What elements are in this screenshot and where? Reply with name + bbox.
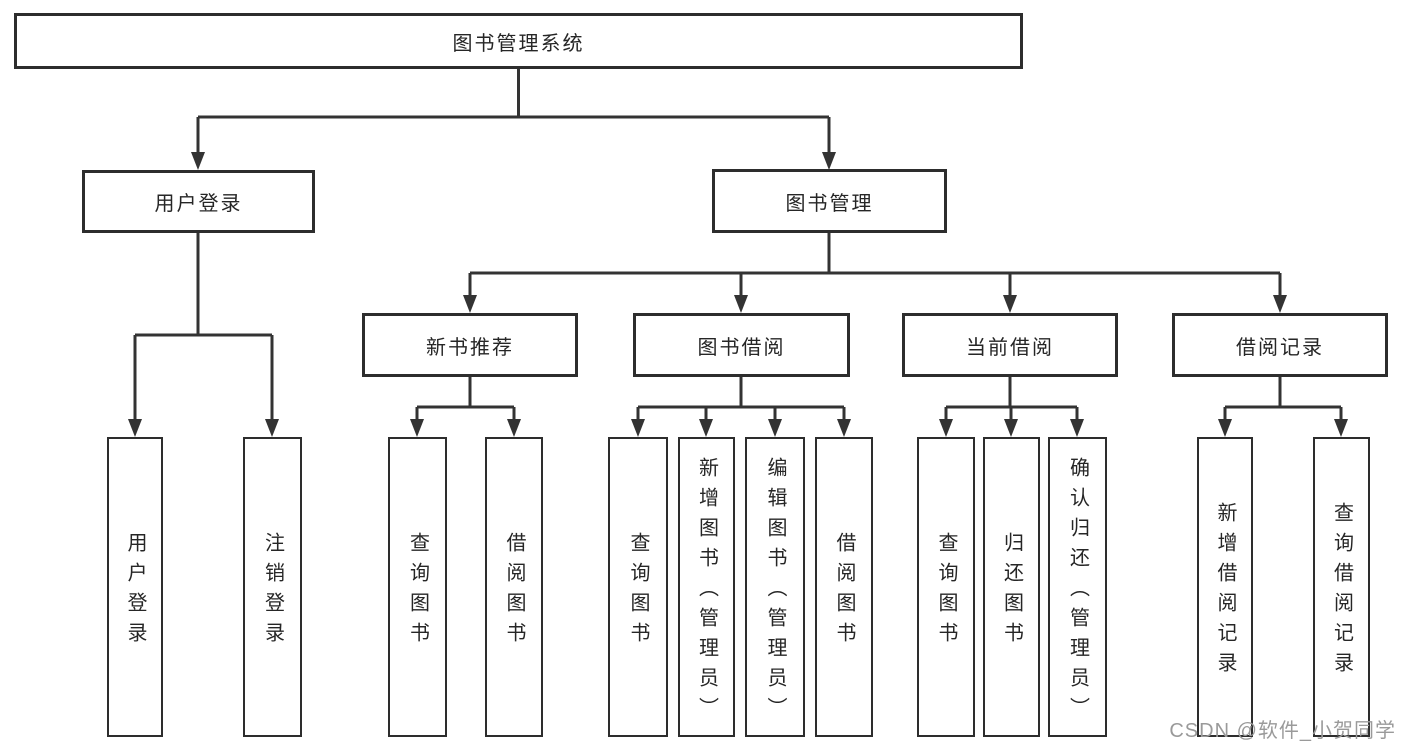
- leaf-query-borrow-record-label: 查询借阅记录: [1330, 502, 1353, 682]
- leaf-query-book-current-label: 查询图书: [935, 532, 957, 652]
- leaf-return-book-label: 归还图书: [1000, 532, 1023, 652]
- leaf-borrow-book-label: 借阅图书: [833, 532, 855, 652]
- connector-book-management-to-level3: [463, 233, 1287, 313]
- leaf-query-book-borrow: 查询图书: [608, 437, 668, 737]
- leaf-borrow-book-recommend-label: 借阅图书: [503, 532, 525, 652]
- connector-records-to-leaves: [1218, 377, 1348, 437]
- leaf-query-book-borrow-label: 查询图书: [627, 532, 649, 652]
- node-new-book-recommend: 新书推荐: [362, 313, 578, 377]
- leaf-borrow-book: 借阅图书: [815, 437, 873, 737]
- leaf-query-book-recommend: 查询图书: [388, 437, 447, 737]
- leaf-add-book-admin: 新增图书（管理员）: [678, 437, 735, 737]
- leaf-edit-book-admin: 编辑图书（管理员）: [745, 437, 805, 737]
- node-root-label: 图书管理系统: [452, 32, 585, 55]
- node-new-book-recommend-label: 新书推荐: [426, 336, 514, 359]
- leaf-user-login-label: 用户登录: [124, 532, 146, 652]
- connector-current-to-leaves: [939, 377, 1084, 437]
- connector-root-to-level2: [191, 69, 836, 170]
- leaf-add-borrow-record: 新增借阅记录: [1197, 437, 1253, 737]
- leaf-add-borrow-record-label: 新增借阅记录: [1214, 502, 1236, 682]
- leaf-confirm-return-admin-label: 确认归还（管理员）: [1066, 457, 1089, 727]
- node-book-borrow-label: 图书借阅: [697, 336, 786, 359]
- node-current-borrow-label: 当前借阅: [966, 336, 1054, 359]
- leaf-borrow-book-recommend: 借阅图书: [485, 437, 543, 737]
- leaf-add-book-admin-label: 新增图书（管理员）: [695, 457, 718, 727]
- leaf-query-book-current: 查询图书: [917, 437, 975, 737]
- node-root: 图书管理系统: [14, 13, 1023, 69]
- leaf-confirm-return-admin: 确认归还（管理员）: [1048, 437, 1107, 737]
- leaf-query-book-recommend-label: 查询图书: [406, 532, 429, 652]
- node-current-borrow: 当前借阅: [902, 313, 1118, 377]
- leaf-logout-label: 注销登录: [261, 532, 284, 652]
- node-book-management: 图书管理: [712, 169, 947, 233]
- node-borrow-records-label: 借阅记录: [1236, 336, 1324, 359]
- connector-recommend-to-leaves: [410, 377, 521, 437]
- node-book-management-label: 图书管理: [785, 192, 874, 215]
- connector-borrow-to-leaves: [631, 377, 851, 437]
- leaf-user-login: 用户登录: [107, 437, 163, 737]
- csdn-watermark: CSDN @软件_小贺同学: [1169, 720, 1396, 742]
- leaf-query-borrow-record: 查询借阅记录: [1313, 437, 1370, 737]
- node-user-login-label: 用户登录: [154, 193, 243, 215]
- node-book-borrow: 图书借阅: [633, 313, 850, 377]
- leaf-return-book: 归还图书: [983, 437, 1040, 737]
- connector-user-login-to-leaves: [128, 233, 279, 437]
- node-user-login: 用户登录: [82, 170, 315, 233]
- node-borrow-records: 借阅记录: [1172, 313, 1388, 377]
- leaf-edit-book-admin-label: 编辑图书（管理员）: [764, 457, 786, 727]
- leaf-logout: 注销登录: [243, 437, 302, 737]
